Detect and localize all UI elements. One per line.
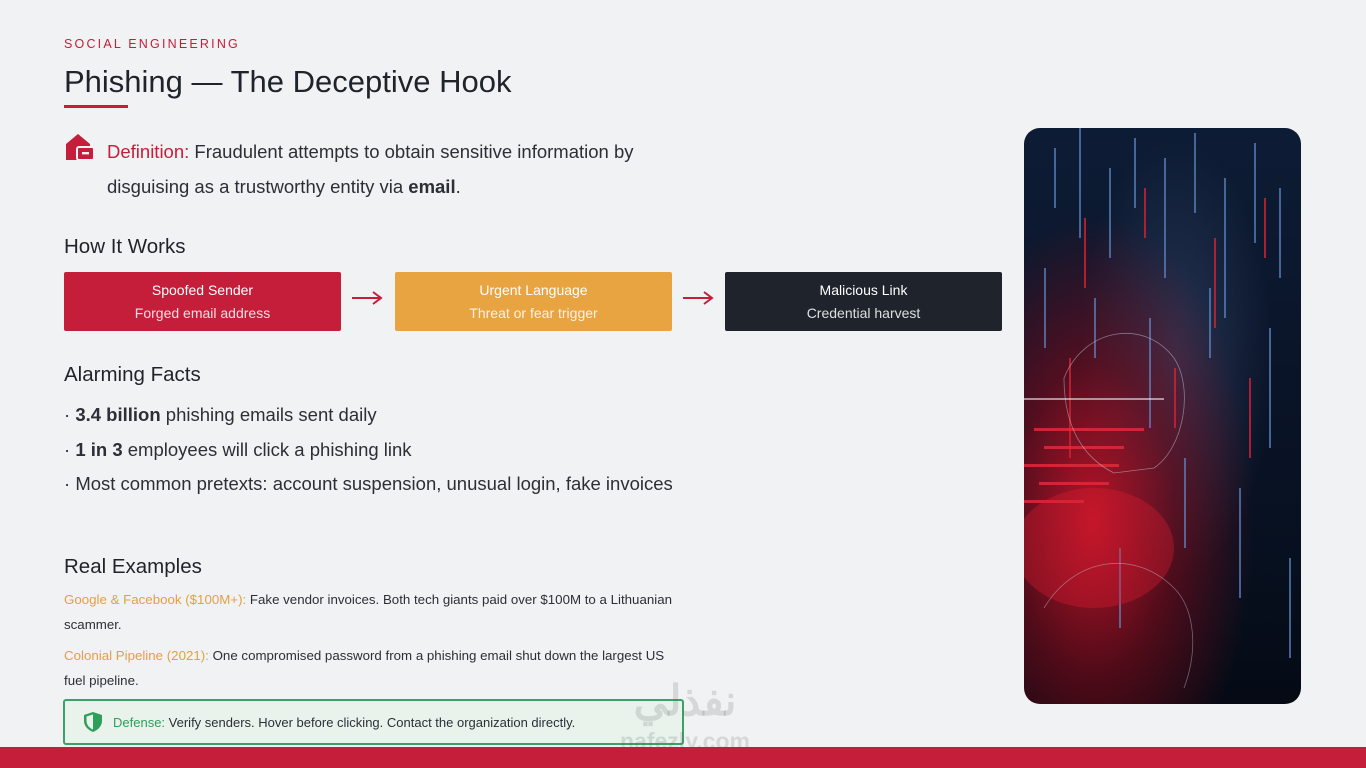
title-underline (64, 105, 128, 108)
step-title: Malicious Link (819, 282, 908, 298)
fact-text: phishing emails sent daily (165, 404, 377, 425)
watermark-arabic: نفذلي (633, 677, 737, 724)
examples-list: Google & Facebook ($100M+): Fake vendor … (64, 587, 684, 699)
step-spoofed-sender: Spoofed Sender Forged email address (64, 272, 341, 331)
page-title: Phishing — The Deceptive Hook (64, 64, 512, 99)
definition-emphasis: email (408, 176, 456, 197)
step-malicious-link: Malicious Link Credential harvest (725, 272, 1002, 331)
fact-text: Most common pretexts: account suspension… (75, 473, 673, 494)
bullet: · (64, 404, 71, 425)
bullet: · (64, 438, 71, 460)
how-it-works-heading: How It Works (64, 235, 186, 258)
example-text: One compromised password from a phishing… (64, 648, 665, 688)
arrow-right-icon (683, 291, 714, 305)
step-subtitle: Threat or fear trigger (469, 305, 598, 321)
step-subtitle: Credential harvest (806, 305, 921, 321)
arrow-right-icon (352, 291, 383, 305)
binary-rain-overlay (1024, 128, 1291, 689)
example-text: Fake vendor invoices. Both tech giants p… (64, 592, 672, 632)
definition: Definition: Fraudulent attempts to obtai… (107, 134, 677, 204)
house-lock-icon (66, 134, 95, 161)
fact-highlight: 1 in 3 (75, 438, 123, 460)
footer-accent-bar (0, 747, 1366, 768)
fact-highlight: 3.4 billion (75, 404, 161, 425)
example-label: Google & Facebook ($100M+): (64, 592, 247, 607)
shield-icon (84, 712, 102, 732)
examples-heading: Real Examples (64, 555, 202, 578)
list-item: · 3.4 billion phishing emails sent daily (64, 398, 673, 433)
step-urgent-language: Urgent Language Threat or fear trigger (395, 272, 672, 331)
bullet: · (64, 473, 71, 494)
defense-text: Defense: Verify senders. Hover before cl… (113, 715, 575, 730)
defense-body: Verify senders. Hover before clicking. C… (168, 715, 576, 730)
facts-heading: Alarming Facts (64, 363, 201, 386)
list-item: · 1 in 3 employees will click a phishing… (64, 433, 673, 468)
step-subtitle: Forged email address (134, 305, 271, 321)
example-label: Colonial Pipeline (2021): (64, 648, 209, 663)
definition-text: Fraudulent attempts to obtain sensitive … (107, 141, 634, 197)
list-item: Google & Facebook ($100M+): Fake vendor … (64, 587, 684, 637)
definition-label: Definition: (107, 141, 190, 162)
fact-text: employees will click a phishing link (127, 438, 412, 460)
list-item: · Most common pretexts: account suspensi… (64, 467, 673, 502)
defense-label: Defense: (113, 715, 166, 730)
defense-callout: Defense: Verify senders. Hover before cl… (63, 699, 684, 745)
section-eyebrow: SOCIAL ENGINEERING (64, 37, 240, 51)
step-title: Urgent Language (479, 282, 588, 298)
facts-list: · 3.4 billion phishing emails sent daily… (64, 398, 673, 502)
hacker-binary-image (1024, 128, 1301, 704)
definition-period: . (455, 176, 461, 197)
list-item: Colonial Pipeline (2021): One compromise… (64, 643, 684, 693)
step-title: Spoofed Sender (151, 282, 254, 298)
